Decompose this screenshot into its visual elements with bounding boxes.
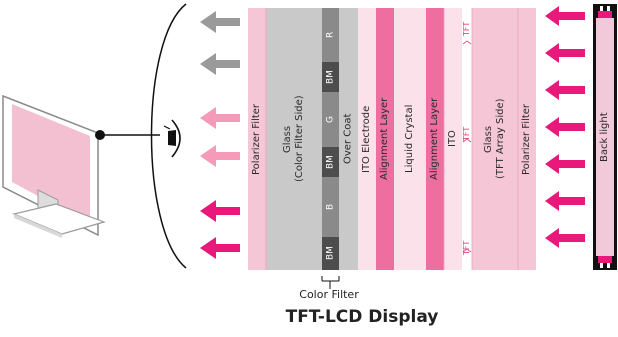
arrow-left-icon bbox=[200, 53, 240, 75]
tft-label-top: TFT bbox=[462, 21, 471, 37]
glass-tft-layer bbox=[472, 8, 518, 270]
polarizer-front-layer bbox=[248, 8, 266, 270]
alignment-front-layer bbox=[376, 8, 394, 270]
arrow-left-icon bbox=[545, 228, 585, 248]
arrow-left-icon bbox=[545, 191, 585, 211]
cf-bm-segment-1 bbox=[322, 62, 339, 92]
alignment-front-label: Alignment Layer bbox=[379, 97, 390, 181]
tft-label-mid: TFT bbox=[462, 126, 471, 142]
color-filter-caption: Color Filter bbox=[299, 288, 359, 301]
arrow-left-icon bbox=[545, 80, 585, 100]
ito-layer bbox=[444, 8, 462, 270]
cf-b-segment bbox=[322, 177, 339, 237]
arrow-left-icon bbox=[200, 145, 240, 167]
arrow-left-icon bbox=[545, 117, 585, 137]
glass-cf-layer bbox=[266, 8, 322, 270]
cf-bm-segment-2 bbox=[322, 147, 339, 177]
cf-g-label: G bbox=[325, 116, 336, 123]
ito-electrode-layer bbox=[358, 8, 376, 270]
alignment-back-label: Alignment Layer bbox=[429, 97, 440, 181]
arrow-left-icon bbox=[200, 200, 240, 222]
cf-g-segment bbox=[322, 92, 339, 147]
liquid-crystal-layer bbox=[394, 8, 426, 270]
cf-bm-label-1: BM bbox=[325, 70, 336, 84]
arrow-left-icon bbox=[200, 237, 240, 259]
arrow-left-icon bbox=[200, 107, 240, 129]
cf-r-segment bbox=[322, 8, 339, 62]
eye-icon bbox=[163, 119, 181, 158]
monitor-icon bbox=[2, 94, 106, 238]
overcoat-label: Over Coat bbox=[342, 113, 354, 165]
polarizer-front-label: Polarizer Filter bbox=[251, 103, 262, 175]
polarizer-back-layer bbox=[518, 8, 536, 270]
liquid-crystal-label: Liquid Crystal bbox=[404, 104, 415, 174]
cf-bm-label-3: BM bbox=[325, 246, 336, 261]
arrow-left-icon bbox=[545, 154, 585, 174]
ito-label: ITO bbox=[447, 130, 458, 148]
arrow-left-icon bbox=[545, 6, 585, 26]
glass-tft-label: Glass (TFT Array Side) bbox=[483, 98, 506, 180]
cf-bm-segment-3 bbox=[322, 237, 339, 270]
glass-cf-label: Glass (Color Filter Side) bbox=[282, 95, 305, 183]
backlight-label: Back light bbox=[599, 112, 610, 162]
arrow-left-icon bbox=[200, 11, 240, 33]
diagram-title: TFT-LCD Display bbox=[285, 307, 439, 327]
tft-label-bottom: TFT bbox=[462, 240, 471, 256]
cf-r-label: R bbox=[325, 31, 336, 39]
alignment-back-layer bbox=[426, 8, 444, 270]
overcoat-layer bbox=[339, 8, 358, 270]
polarizer-back-label: Polarizer Filter bbox=[521, 103, 532, 175]
color-filter-bracket bbox=[321, 276, 340, 289]
cf-bm-label-2: BM bbox=[325, 155, 336, 169]
ito-electrode-label: ITO Electrode bbox=[361, 105, 372, 173]
arrow-left-icon bbox=[545, 43, 585, 63]
backlight-icon bbox=[593, 4, 617, 270]
cf-b-label: B bbox=[325, 203, 336, 211]
